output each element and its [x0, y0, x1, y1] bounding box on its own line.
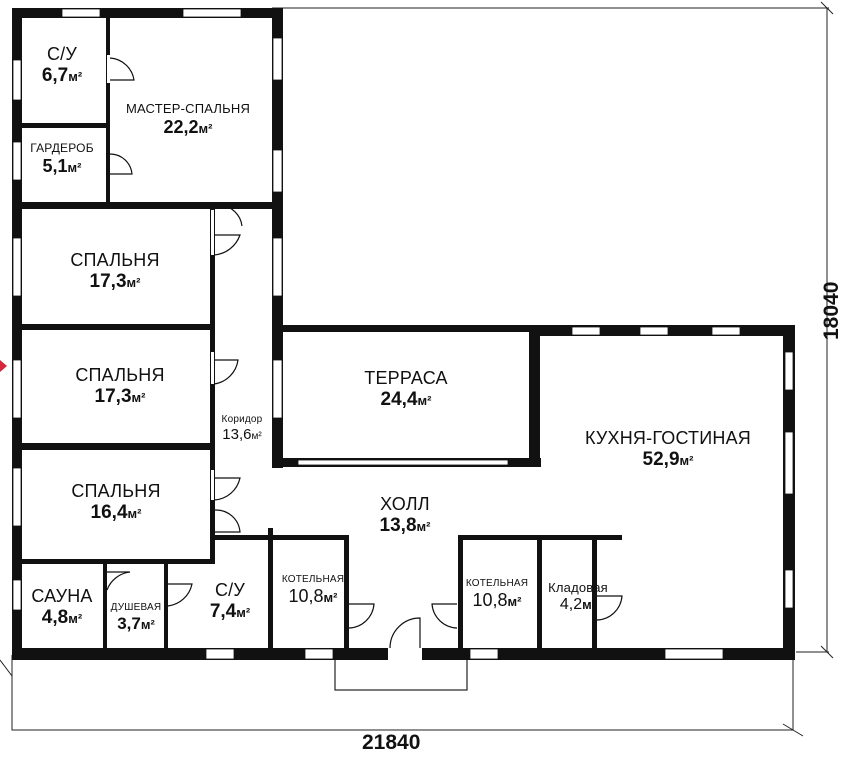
- overall-height-dimension: 18040: [820, 281, 843, 340]
- room-label-boiler2: КОТЕЛЬНАЯ 10,8м²: [465, 578, 529, 610]
- room-label-bed2: СПАЛЬНЯ 17,3м²: [75, 365, 165, 407]
- room-label-kitchen: КУХНЯ-ГОСТИНАЯ 52,9м²: [585, 428, 751, 470]
- room-label-boiler1: КОТЕЛЬНАЯ 10,8м²: [281, 574, 345, 606]
- overall-width-dimension: 21840: [362, 731, 421, 754]
- room-label-corridor: Коридор 13,6м²: [221, 414, 263, 443]
- room-label-bed1: СПАЛЬНЯ 17,3м²: [70, 250, 160, 292]
- room-label-shower: ДУШЕВАЯ 3,7м²: [110, 602, 162, 633]
- room-label-su1: С/У 6,7м²: [41, 44, 83, 86]
- windows: [12, 8, 794, 660]
- room-label-su2: С/У 7,4м²: [209, 580, 251, 622]
- room-label-sauna: САУНА 4,8м²: [31, 586, 93, 628]
- room-label-wardrobe: ГАРДЕРОБ 5,1м²: [30, 141, 94, 176]
- room-label-master: МАСТЕР-СПАЛЬНЯ 22,2м²: [125, 101, 251, 137]
- edge-marker: [0, 360, 7, 372]
- room-label-pantry: Кладовая 4,2м²: [548, 580, 608, 613]
- room-label-hall: ХОЛЛ 13,8м²: [379, 494, 431, 536]
- room-label-terrace: ТЕРРАСА 24,4м²: [364, 368, 448, 410]
- dimension-lines: [0, 1, 834, 737]
- room-label-bed3: СПАЛЬНЯ 16,4м²: [71, 481, 161, 523]
- doors: [106, 55, 623, 660]
